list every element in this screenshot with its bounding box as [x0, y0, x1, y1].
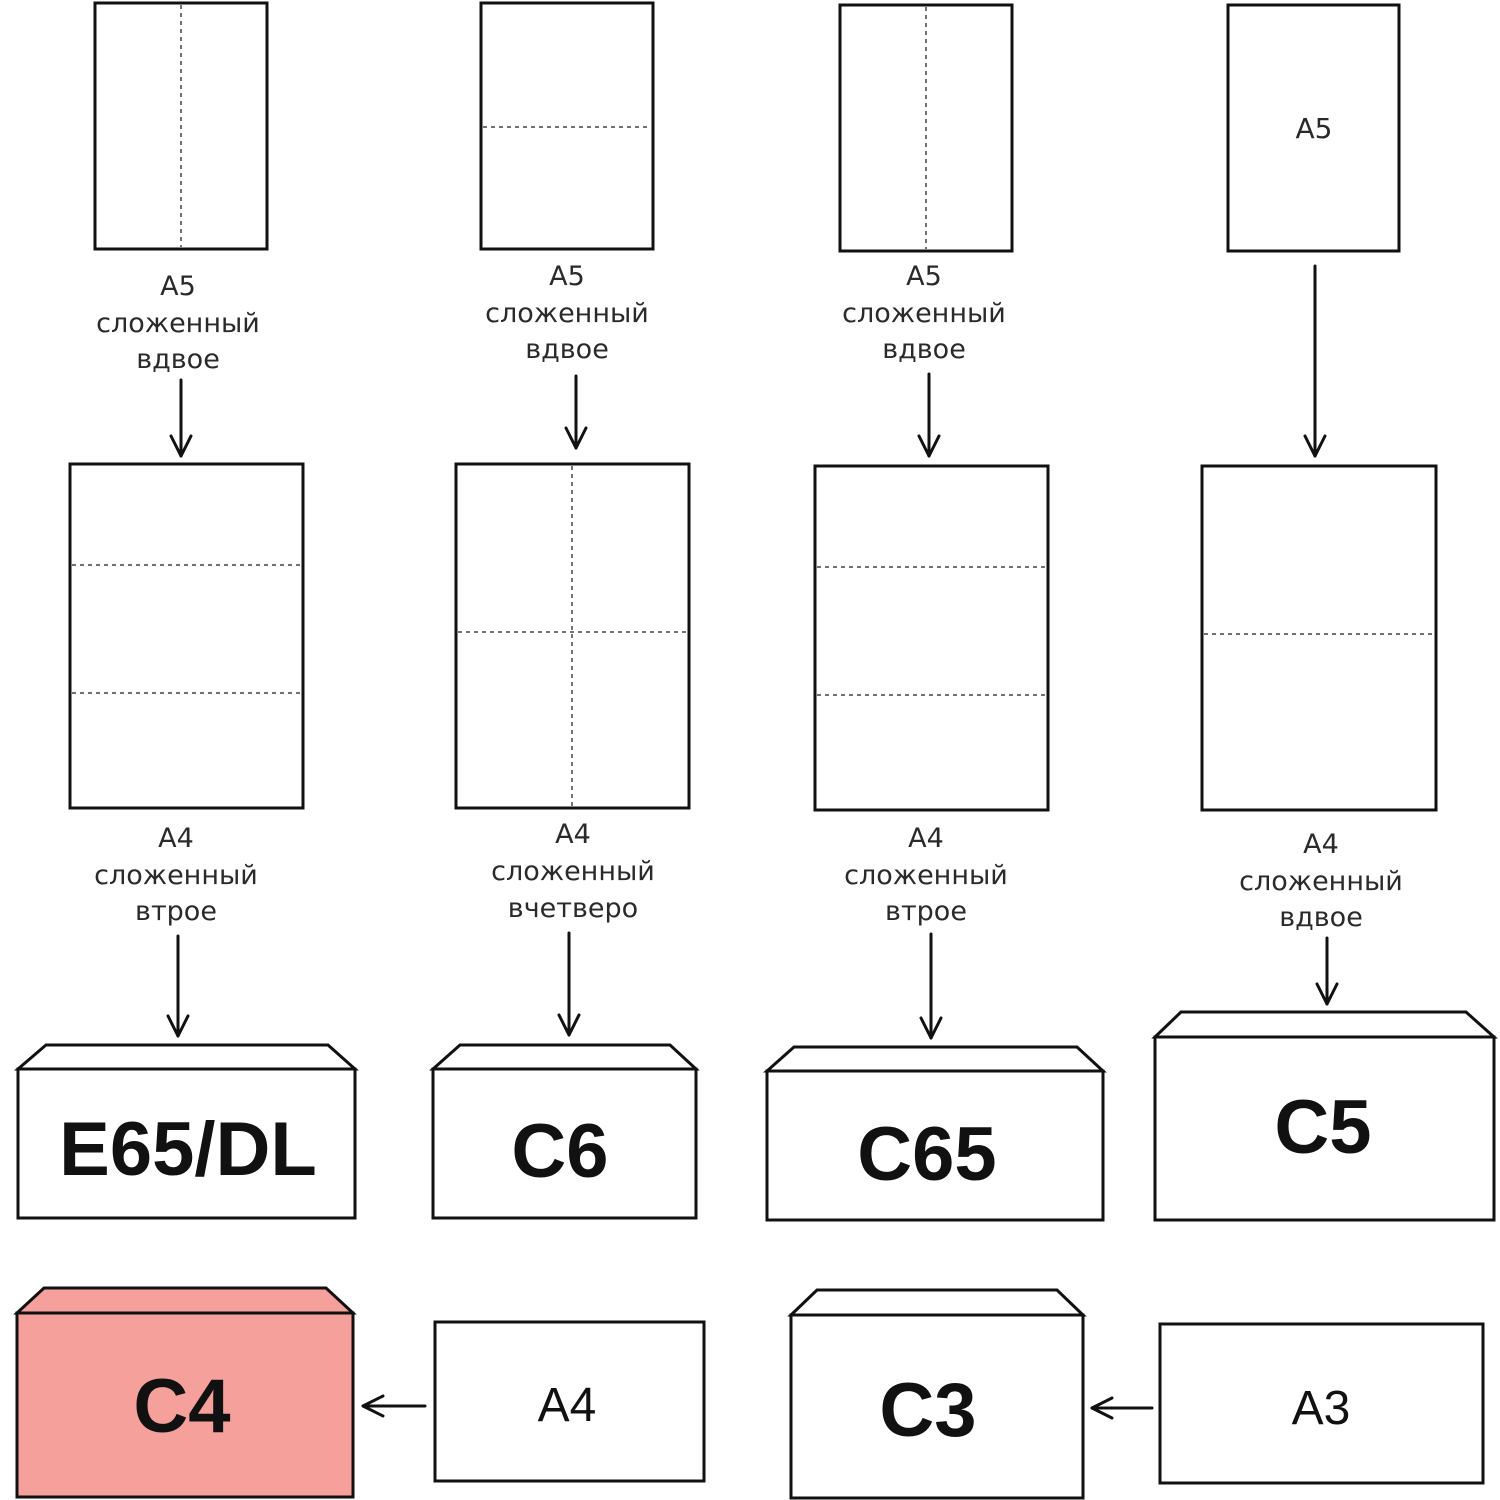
a4-caption-line2-col4: сложенный: [1239, 866, 1403, 897]
a4-caption-line1-col3: A4: [908, 823, 944, 854]
envelope-label-c4: C4: [133, 1364, 230, 1449]
arrow-down-icon: [166, 934, 190, 1038]
a4-caption-line3-col3: втрое: [885, 896, 967, 927]
a5-caption-line1-col3: A5: [906, 261, 942, 292]
a4-caption-line1-col4: A4: [1303, 829, 1339, 860]
a4-paper-col1: [68, 462, 305, 810]
bottom-row-right: C3 A3: [787, 1288, 1485, 1500]
a4-paper-col2: [454, 462, 691, 810]
a4-caption-line3-col2: вчетверо: [508, 893, 638, 924]
a4-caption-line3-col4: вдвое: [1279, 902, 1363, 933]
a5-paper-col3: [838, 3, 1014, 253]
bottom-row-left: C4 A4: [13, 1286, 706, 1499]
a5-caption-line2-col2: сложенный: [485, 298, 649, 329]
envelope-c5: C5: [1151, 1010, 1498, 1222]
a4-caption-line2-col3: сложенный: [844, 860, 1008, 891]
arrow-left-icon: [1090, 1396, 1154, 1420]
a5-caption-line1-col1: A5: [160, 271, 196, 302]
arrow-down-icon: [169, 378, 193, 458]
envelope-e65-dl: E65/DL: [13, 1043, 359, 1220]
envelope-label-c5: C5: [1274, 1085, 1371, 1170]
a4-paper-col3: [813, 464, 1050, 812]
a5-paper-col2: [479, 1, 655, 251]
arrow-down-icon: [919, 932, 943, 1040]
a5-caption-line1-col2: A5: [549, 261, 585, 292]
a4-caption-line2-col1: сложенный: [94, 860, 258, 891]
column-3: A5 сложенный вдвое A4 сложенный втрое C6…: [763, 3, 1107, 1222]
a5-caption-line3-col1: вдвое: [136, 344, 220, 375]
a4-paper-col4: [1200, 464, 1438, 812]
a5-paper-col4: A5: [1226, 3, 1401, 253]
column-1: A5 сложенный вдвое A4 сложенный втрое E6…: [13, 1, 359, 1220]
paper-label-a3: A3: [1292, 1382, 1351, 1435]
a4-caption-line1-col2: A4: [555, 819, 591, 850]
envelope-c6: C6: [429, 1043, 700, 1220]
column-2: A5 сложенный вдвое A4 сложенный вчетверо…: [429, 1, 700, 1220]
a4-caption-line2-col2: сложенный: [491, 856, 655, 887]
a5-paper-label-col4: A5: [1296, 112, 1333, 145]
a5-caption-line3-col2: вдвое: [525, 334, 609, 365]
envelope-label-c3: C3: [879, 1368, 976, 1453]
a4-paper-landscape: A4: [433, 1320, 706, 1483]
a5-caption-line2-col1: сложенный: [96, 308, 260, 339]
envelope-c65: C65: [763, 1045, 1107, 1222]
envelope-c4: C4: [13, 1286, 357, 1499]
column-4: A5 A4 сложенный вдвое C5: [1151, 3, 1498, 1222]
a4-caption-line1-col1: A4: [158, 823, 194, 854]
a3-paper-landscape: A3: [1158, 1322, 1485, 1485]
envelope-label-c6: C6: [511, 1109, 608, 1194]
arrow-down-icon: [1315, 936, 1339, 1006]
envelope-c3: C3: [787, 1288, 1087, 1500]
arrow-down-icon: [564, 374, 588, 450]
a4-caption-line3-col1: втрое: [135, 896, 217, 927]
paper-label-a4: A4: [538, 1379, 597, 1432]
arrow-down-icon: [1303, 264, 1327, 458]
a5-paper-col1: [93, 1, 269, 251]
arrow-left-icon: [361, 1394, 427, 1418]
a5-caption-line2-col3: сложенный: [842, 298, 1006, 329]
envelope-label-c65: C65: [857, 1112, 996, 1197]
arrow-down-icon: [917, 372, 941, 458]
a5-caption-line3-col3: вдвое: [882, 334, 966, 365]
arrow-down-icon: [557, 931, 581, 1037]
envelope-label-e65-dl: E65/DL: [59, 1107, 317, 1192]
